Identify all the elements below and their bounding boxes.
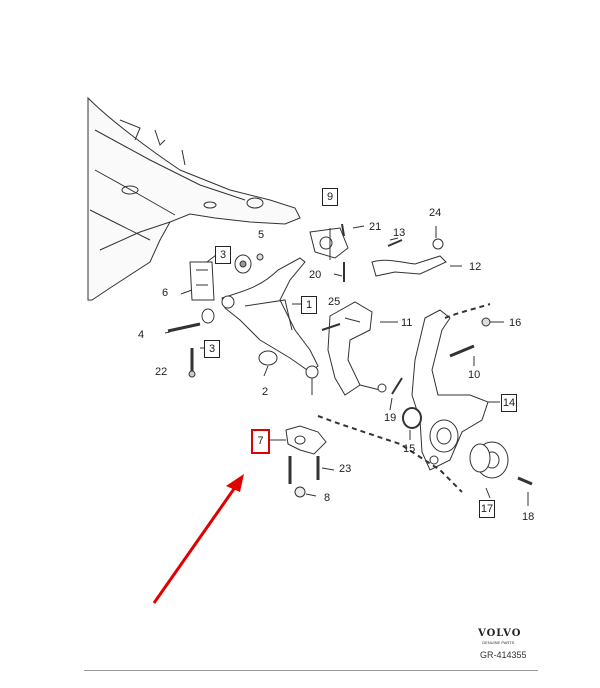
bracket-part-6 (189, 261, 215, 301)
callout-25: 25 (328, 296, 341, 308)
callout-box-3-upper: 3 (215, 246, 231, 264)
callout-21: 21 (369, 221, 382, 233)
callout-2: 2 (262, 386, 269, 398)
red-pointer-arrow (152, 474, 244, 604)
callout-15: 15 (403, 443, 416, 455)
mount-part-9 (309, 223, 349, 282)
callout-box-1: 1 (301, 296, 317, 314)
brand-logo: VOLVO (478, 628, 522, 639)
brand-subtitle: GENUINE PARTS (482, 640, 515, 645)
callout-8: 8 (324, 492, 331, 504)
lower-control-arm-part-1 (221, 257, 319, 395)
callout-box-17: 17 (479, 500, 495, 518)
wheel-hub-part-17 (469, 441, 509, 479)
callout-4: 4 (138, 329, 145, 341)
callout-10: 10 (468, 369, 481, 381)
callout-box-9: 9 (322, 188, 338, 206)
diagram-reference: GR-414355 (480, 650, 527, 660)
callout-18: 18 (522, 511, 535, 523)
callout-11: 11 (401, 317, 413, 329)
callout-12: 12 (469, 261, 482, 273)
callout-box-7-highlighted: 7 (251, 429, 270, 454)
footer-divider (84, 670, 538, 671)
callout-22: 22 (155, 366, 168, 378)
callout-box-14: 14 (501, 394, 517, 412)
steering-knuckle-part-14 (411, 309, 489, 471)
callout-13: 13 (393, 227, 406, 239)
callout-5: 5 (258, 229, 265, 241)
callout-6: 6 (162, 287, 169, 299)
callout-box-3-lower: 3 (204, 340, 220, 358)
callout-23: 23 (339, 463, 352, 475)
upper-arm-part-12 (371, 238, 447, 277)
callout-19: 19 (384, 412, 397, 424)
callout-24: 24 (429, 207, 442, 219)
callout-20: 20 (309, 269, 322, 281)
bracket-part-7 (285, 425, 327, 455)
subframe-drawing (87, 96, 301, 301)
callout-16: 16 (509, 317, 522, 329)
knuckle-part-11 (327, 301, 387, 396)
